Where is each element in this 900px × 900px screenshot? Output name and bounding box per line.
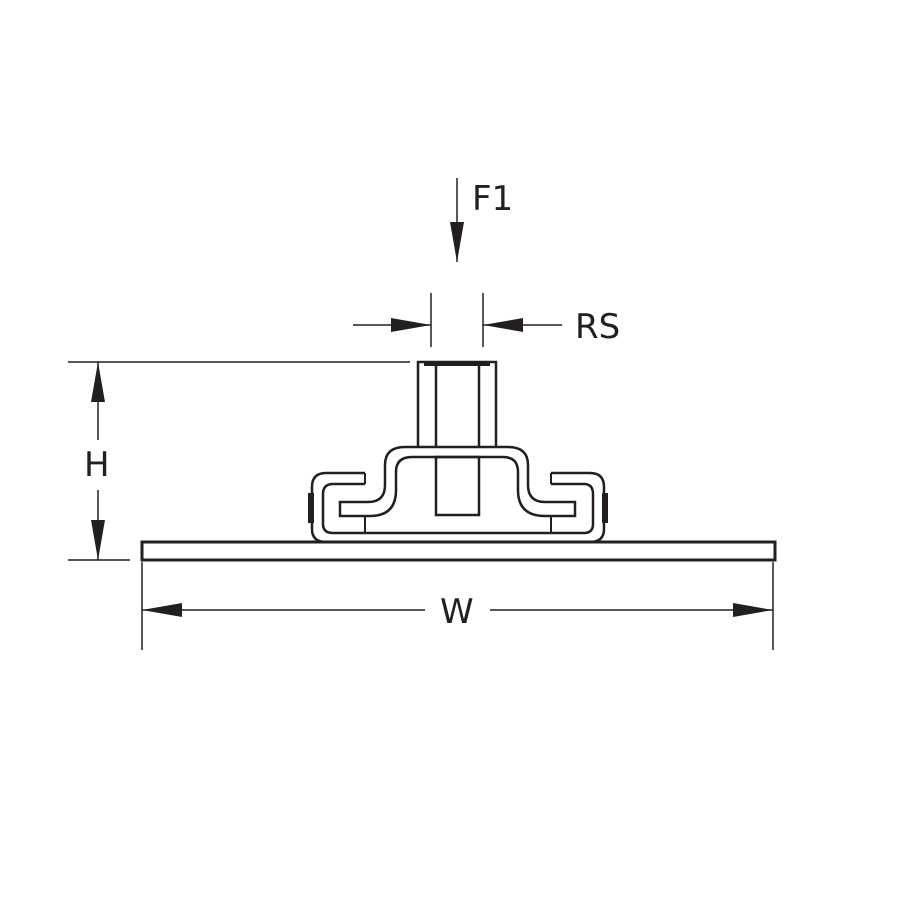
- force-label: F1: [472, 179, 513, 219]
- height-label: H: [84, 445, 110, 485]
- height-dimension: [68, 361, 410, 561]
- width-label: W: [440, 592, 474, 632]
- stud-post: [416, 360, 498, 517]
- rs-dimension: [353, 293, 562, 347]
- rail-spacing-label: RS: [575, 307, 620, 347]
- width-dimension: [141, 562, 774, 650]
- base-plate: [140, 540, 777, 562]
- hat-channel: [338, 445, 577, 518]
- clip-housing: [308, 471, 608, 544]
